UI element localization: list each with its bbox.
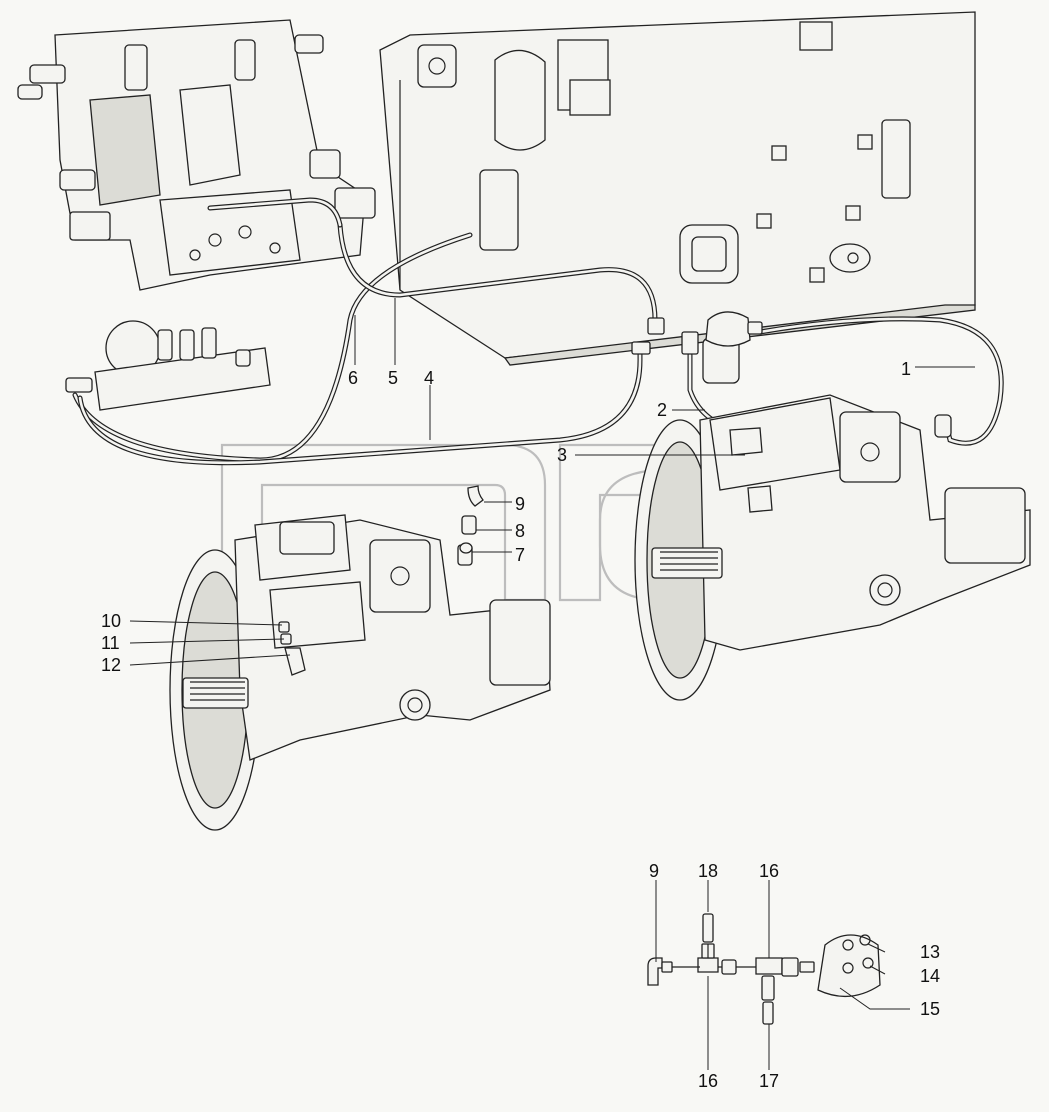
solenoid-valve-block (65, 320, 271, 411)
callout-3: 3 (557, 445, 567, 465)
callout-17: 17 (759, 1071, 779, 1091)
detail-filter-assembly (647, 913, 881, 1025)
callout-11: 11 (101, 633, 120, 653)
line-filter (631, 311, 763, 384)
callout-5: 5 (388, 368, 398, 388)
callout-14: 14 (920, 966, 940, 986)
callout-9-detail: 9 (649, 861, 659, 881)
callout-4: 4 (424, 368, 434, 388)
hose-4 (77, 342, 643, 466)
callout-13: 13 (920, 942, 940, 962)
callout-7: 7 (515, 545, 525, 565)
hose-6 (72, 232, 473, 463)
callout-16-bottom: 16 (698, 1071, 718, 1091)
pilot-line-upper (207, 197, 343, 228)
fitting-8-adapter (461, 515, 477, 535)
callout-15: 15 (920, 999, 940, 1019)
fitting-7-oring (459, 542, 473, 554)
callout-10: 10 (101, 611, 121, 631)
hydraulic-tank (379, 11, 976, 366)
callout-12: 12 (101, 655, 121, 675)
hose-5 (337, 222, 658, 323)
callout-18: 18 (698, 861, 718, 881)
hose-1 (757, 316, 1004, 446)
callout-8: 8 (515, 521, 525, 541)
callout-9: 9 (515, 494, 525, 514)
fitting-9-elbow (467, 485, 484, 507)
callout-6: 6 (348, 368, 358, 388)
callout-2: 2 (657, 400, 667, 420)
main-pump-left (169, 514, 551, 831)
control-valve (17, 19, 376, 291)
leader-lines (129, 298, 975, 1070)
main-pump-right (634, 394, 1031, 701)
callout-16-top: 16 (759, 861, 779, 881)
callout-1: 1 (901, 359, 911, 379)
